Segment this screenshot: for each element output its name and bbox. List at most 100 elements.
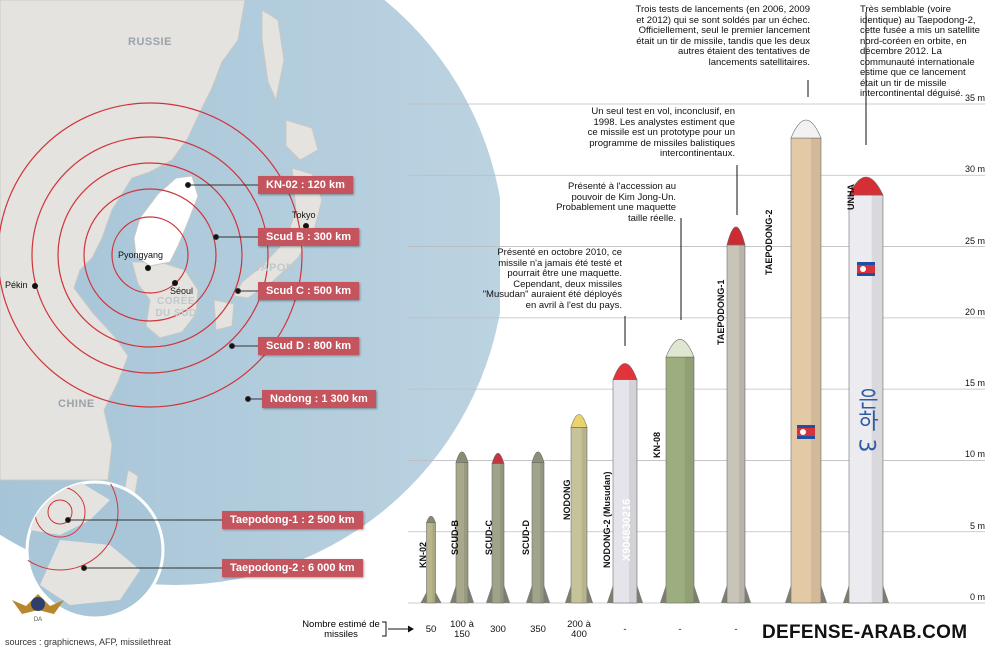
city-pyongyang: Pyongyang <box>118 250 164 260</box>
y-tick-label: 15 m <box>964 378 985 389</box>
seoul-dot <box>172 280 178 286</box>
rocket-body <box>665 356 695 604</box>
rocket-fins <box>843 585 889 603</box>
mainland <box>0 0 246 481</box>
rocket-name-label: TAEPODONG-1 <box>716 279 726 345</box>
missile-count: 200 à 400 <box>567 619 591 640</box>
rocket-nodong <box>565 414 593 604</box>
rocket-shading <box>739 244 745 603</box>
rocket-fins <box>526 585 550 603</box>
note-leaders <box>624 12 867 346</box>
note-unha: Très semblable (voire identique) au Taep… <box>860 4 980 99</box>
forum-logo: DA <box>8 590 68 628</box>
brand-defense-arab: DEFENSE-ARAB.COM <box>762 622 968 643</box>
city-tokyo: Tokyo <box>292 210 316 220</box>
range-box-scud-d: Scud D : 800 km <box>258 337 359 355</box>
forum-logo-text: DA <box>34 617 42 623</box>
rocket-name-label: UNHA <box>846 184 856 210</box>
missile-count: 350 <box>530 624 546 635</box>
rocket-nose <box>665 339 695 358</box>
rocket-fins <box>785 585 827 603</box>
y-tick-label: 0 m <box>969 592 985 602</box>
rocket-fins <box>450 585 474 603</box>
rocket-shading <box>500 463 504 603</box>
rocket-shading <box>871 195 883 603</box>
rocket-shading <box>540 462 544 603</box>
range-box-taepodong-2: Taepodong-2 : 6 000 km <box>222 559 363 577</box>
y-tick-label: 30 m <box>964 164 985 175</box>
rocket-scud-c <box>486 452 510 604</box>
rocket-shading <box>684 357 694 603</box>
rocket-name-label: SCUD-C <box>484 520 494 555</box>
rocket-name-label: TAEPODONG-2 <box>764 209 774 275</box>
pyongyang-dot <box>145 265 151 271</box>
rocket-fins <box>607 585 643 603</box>
country-label-russia: RUSSIE <box>128 36 172 48</box>
rocket-nose <box>426 515 436 524</box>
note-kn-08: Présenté à l'accession au pouvoir de Kim… <box>556 181 676 224</box>
range-rings <box>0 102 303 408</box>
rocket-scud-b <box>450 451 474 604</box>
sources-credit: sources : graphicnews, AFP, missilethrea… <box>5 637 171 647</box>
y-tick-label: 35 m <box>964 93 985 103</box>
y-tick-label: 5 m <box>969 520 985 531</box>
rocket-fins <box>486 585 510 603</box>
rocket-nose <box>455 451 469 463</box>
rocket-fins <box>565 585 593 603</box>
unha-hangul-text: 은하 3 <box>854 388 879 453</box>
note-taepodong-1: Un seul test en vol, inconclusif, en 199… <box>587 106 735 159</box>
counts-bracket <box>382 621 414 637</box>
north-korea-flag <box>797 425 815 439</box>
rocket-name-label: SCUD-D <box>521 520 531 555</box>
rocket-nose <box>790 119 822 139</box>
sakhalin <box>261 9 285 102</box>
rocket-shading <box>464 462 468 603</box>
pekin-dot <box>32 283 38 289</box>
rocket-taepodong-2 <box>785 119 827 604</box>
missile-count: - <box>734 624 738 635</box>
missile-count: 300 <box>490 624 506 635</box>
range-box-nodong: Nodong : 1 300 km <box>262 390 376 408</box>
range-box-scud-c: Scud C : 500 km <box>258 282 359 300</box>
rocket-taepodong-1 <box>721 226 751 604</box>
rocket-nose <box>848 176 884 196</box>
note-musudan: Présenté en octobre 2010, ce missile n'a… <box>482 247 622 311</box>
tokyo-dot <box>303 223 309 229</box>
range-box-kn02: KN-02 : 120 km <box>258 176 353 194</box>
counts-label: Nombre estimé de missiles <box>302 619 380 640</box>
rocket-nose <box>726 226 746 246</box>
note-taepodong-2: Trois tests de lancements (en 2006, 2009… <box>635 4 810 68</box>
missile-count: - <box>623 624 627 635</box>
rocket-nose <box>612 363 638 380</box>
missile-count: - <box>678 624 682 635</box>
rocket-kn-02 <box>420 515 442 604</box>
rocket-name-label: KN-08 <box>652 431 662 458</box>
rocket-name-label: NODONG-2 (Musudan) <box>602 471 612 569</box>
rocket-name-label: KN-02 <box>418 541 428 568</box>
rocket-name-label: SCUD-B <box>450 520 460 555</box>
rocket-scud-d <box>526 451 550 604</box>
y-tick-label: 10 m <box>964 449 985 460</box>
rocket-kn-08 <box>660 339 700 604</box>
country-label-japan: JAPON <box>254 262 295 274</box>
rocket-nodong-2-musudan- <box>607 363 643 604</box>
rocket-fins <box>660 585 700 603</box>
missile-count: 50 <box>425 624 437 635</box>
hokkaido <box>285 119 319 161</box>
rocket-shading <box>432 522 436 603</box>
range-box-scud-b: Scud B : 300 km <box>258 228 359 246</box>
range-leaders <box>65 182 262 571</box>
rocket-body <box>612 379 638 604</box>
kyushu <box>213 299 235 331</box>
missile-count: 100 à 150 <box>450 619 474 640</box>
country-label-china: CHINE <box>58 398 95 410</box>
rocket-nose <box>491 452 505 465</box>
regional-map <box>0 0 500 618</box>
rocket-fins <box>721 585 751 603</box>
north-korea-flag <box>857 262 875 276</box>
rocket-name-label: NODONG <box>562 479 572 521</box>
rocket-nose <box>570 414 588 428</box>
city-seoul: Séoul <box>170 286 194 296</box>
